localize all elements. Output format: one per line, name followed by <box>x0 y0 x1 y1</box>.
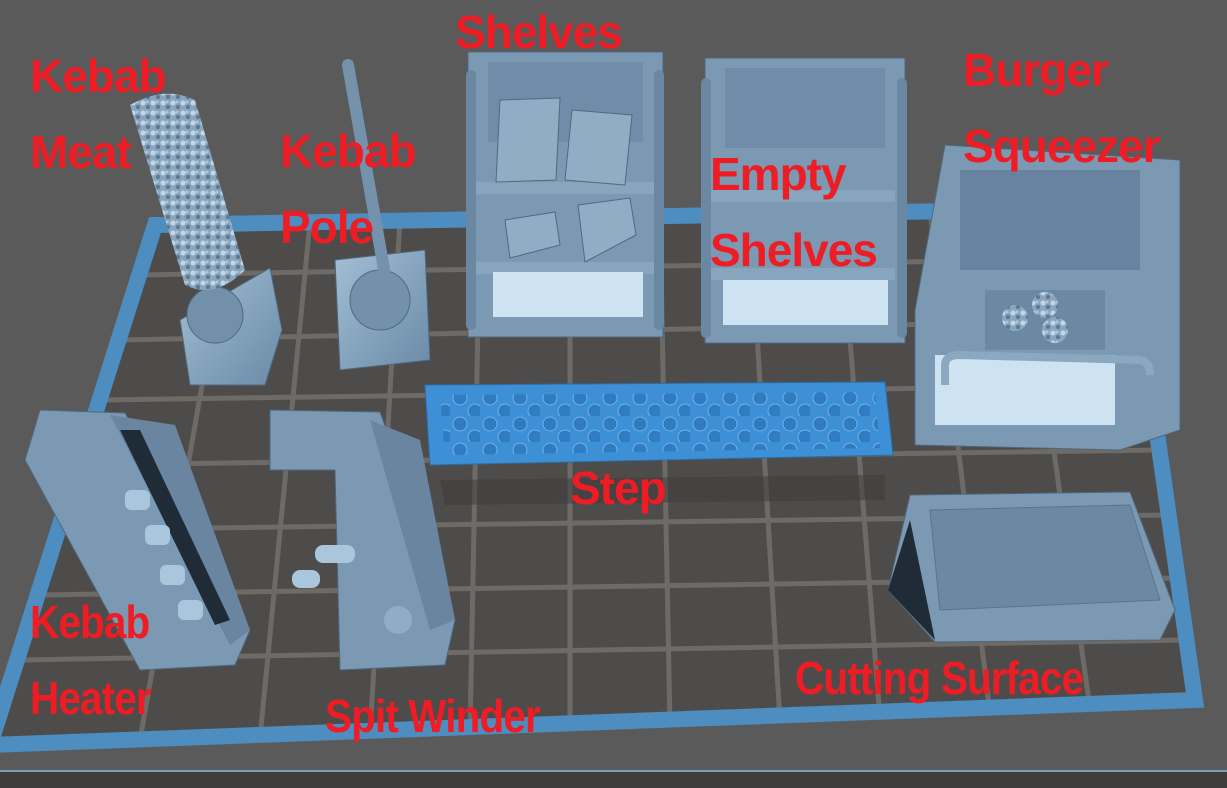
burger-squeezer-model[interactable] <box>914 144 1181 451</box>
build-plate-scene[interactable] <box>0 0 1227 770</box>
label-spit-winder: Spit Winder <box>325 690 541 742</box>
cutting-surface-model[interactable] <box>887 491 1176 643</box>
empty-shelves-model[interactable] <box>701 57 907 344</box>
label-shelves: Shelves <box>455 6 623 58</box>
label-cutting-surface: Cutting Surface <box>795 652 1084 704</box>
kebab-pole-model[interactable] <box>334 59 431 371</box>
label-step: Step <box>570 462 667 514</box>
status-bar <box>0 770 1227 788</box>
spit-winder-model[interactable] <box>269 409 456 671</box>
kebab-heater-model[interactable] <box>24 409 251 671</box>
kebab-meat-model[interactable] <box>130 93 283 386</box>
step-model[interactable] <box>424 381 894 505</box>
shelves-model[interactable] <box>466 51 664 338</box>
